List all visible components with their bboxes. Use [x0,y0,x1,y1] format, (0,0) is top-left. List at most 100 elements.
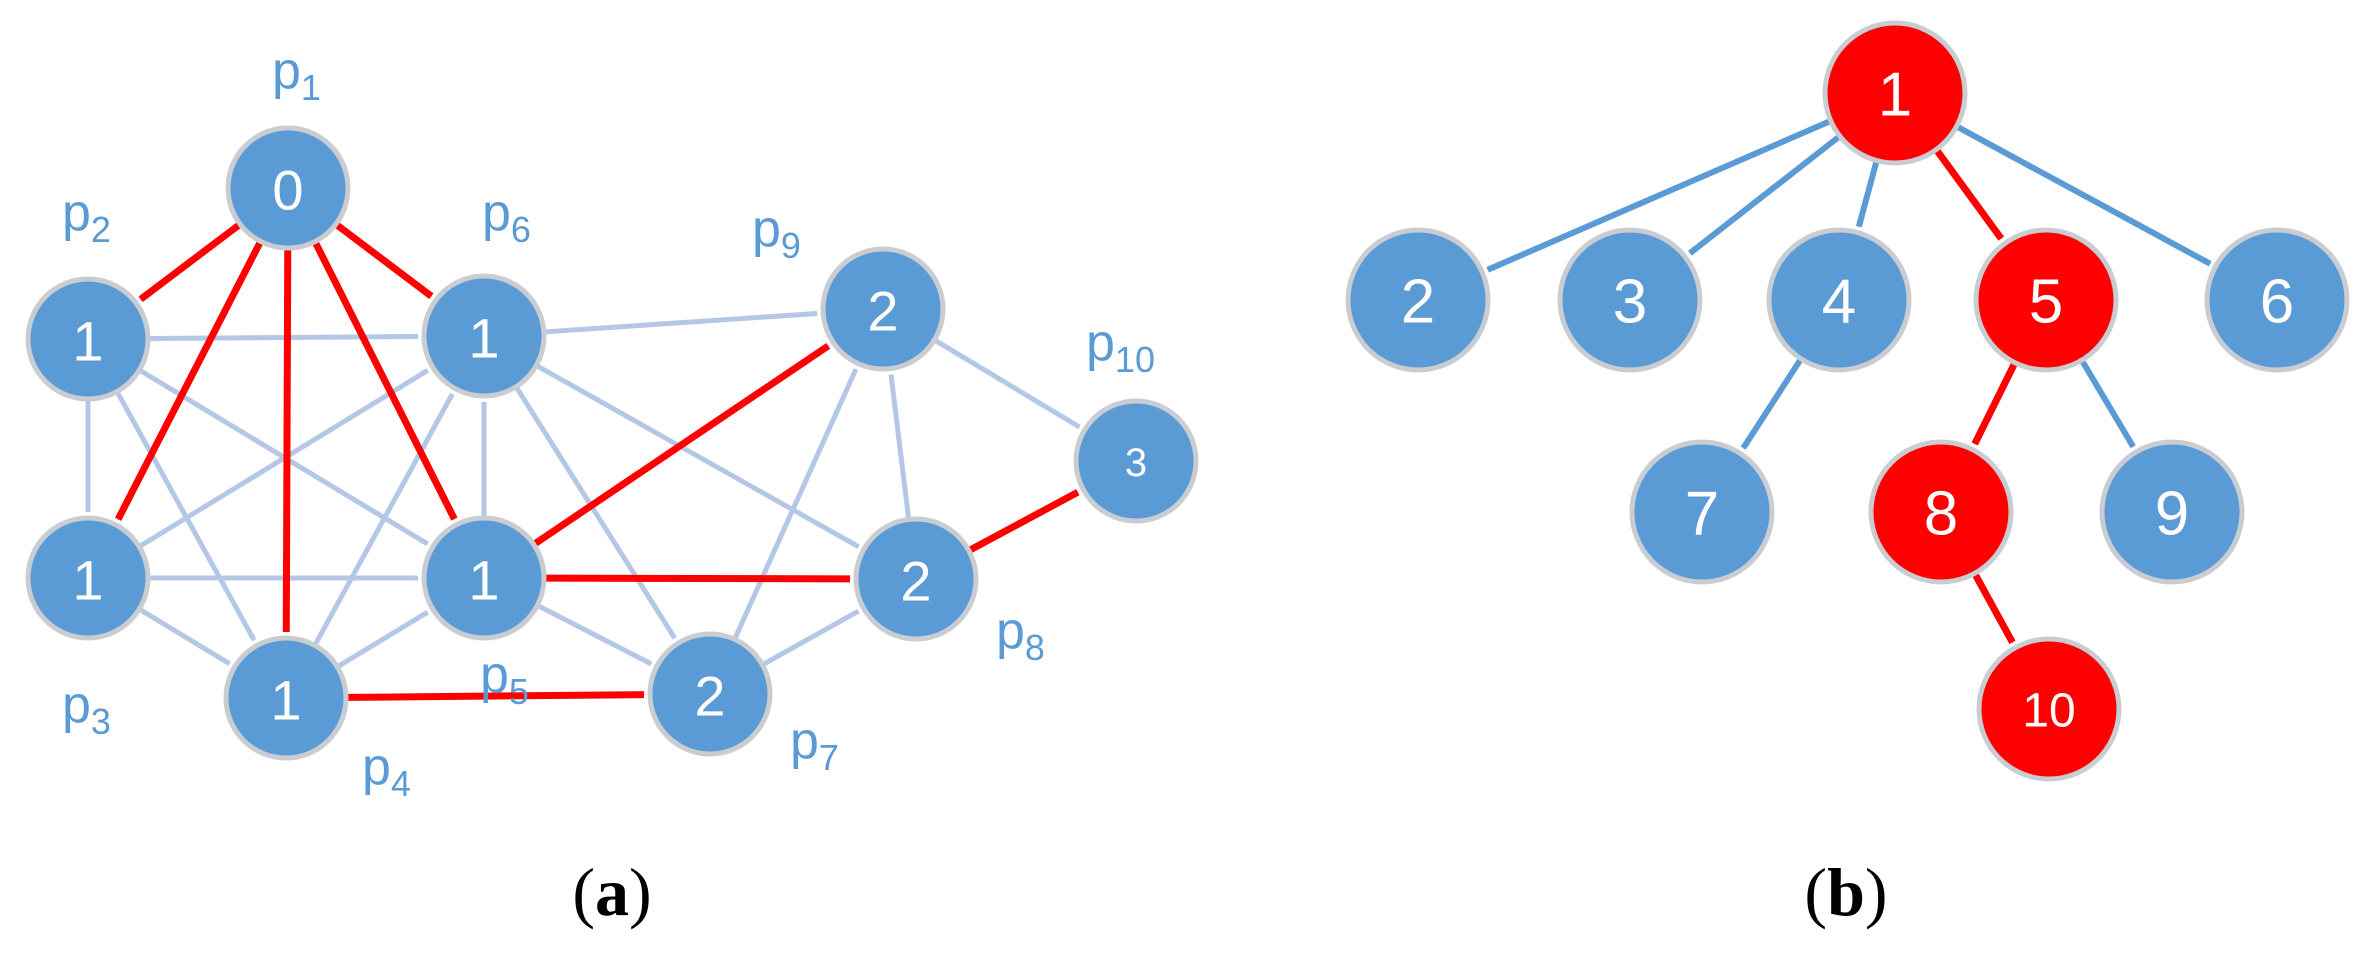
tree-edge-n1-n6 [1956,124,2212,267]
tree-node-n10-circle [1976,636,2122,782]
edge-p7-p9 [733,368,859,639]
caption-b: (b) [1804,854,1887,930]
tree-node-n5-value: 5 [2029,268,2063,337]
tree-node-n8: 8 [1868,439,2014,585]
label-p3: p3 [62,676,111,742]
node-p3-value: 1 [72,549,103,612]
label-p6: p6 [482,184,531,250]
node-p7: 2 [647,631,773,757]
label-p5: p5 [480,646,529,712]
edge-p6-p8 [536,364,860,549]
tree-node-n4-value: 4 [1822,268,1856,337]
label-p9: p9 [752,200,801,266]
tree-node-n10-value: 10 [2022,685,2075,738]
tree-node-n10: 10 [1976,636,2122,782]
edge-p4-p5 [337,610,429,669]
edge-p9-p10 [934,338,1081,430]
edge-p3-p4 [139,607,231,666]
tree-node-n7: 7 [1629,439,1775,585]
label-p2: p2 [62,184,111,250]
edge-p7-p8 [762,608,860,666]
tree-node-n4: 4 [1766,227,1912,373]
panel-a-edges-highlighted [115,222,1080,701]
edge-p5-p9-highlighted [533,342,831,547]
label-p10: p10 [1086,314,1155,380]
tree-node-n8-circle [1868,439,2014,585]
panel-a-labels: p1 p2 p3 p4 p5 p6 p7 p8 p9 p10 [62,42,1155,804]
tree-edge-n1-n4 [1855,161,1880,228]
node-p9: 2 [820,246,946,372]
tree-node-n1: 1 [1822,20,1968,166]
edge-p4-p7-highlighted [347,691,645,701]
node-p1-value: 0 [272,159,303,222]
node-p8: 2 [853,516,979,642]
tree-node-n5: 5 [1973,227,2119,373]
tree-edge-n5-n9 [2080,360,2136,449]
node-p1-circle [225,125,351,251]
edge-p4-p6 [313,392,455,645]
node-p6-circle [421,273,547,399]
tree-edge-n1-n2 [1486,118,1831,273]
node-p2-value: 1 [72,310,103,373]
panel-b-nodes: 1 2 3 4 5 6 7 8 9 10 [1345,20,2350,782]
node-p8-value: 2 [900,550,931,613]
node-p8-circle [853,516,979,642]
edge-p5-p8-highlighted [545,574,851,583]
node-p5-value: 1 [468,549,499,612]
node-p1: 0 [225,125,351,251]
edge-p5-p7 [538,604,653,667]
tree-node-n2-circle [1345,227,1491,373]
tree-node-n7-value: 7 [1685,480,1719,549]
tree-edge-n4-n7 [1740,358,1803,450]
node-p2-circle [25,276,151,402]
tree-node-n9-circle [2099,439,2245,585]
node-p7-value: 2 [694,665,725,728]
label-p4: p4 [362,738,411,804]
node-p9-value: 2 [867,280,898,343]
tree-node-n2-value: 2 [1401,268,1435,337]
tree-node-n5-circle [1973,227,2119,373]
tree-node-n1-circle [1822,20,1968,166]
node-p6: 1 [421,273,547,399]
tree-node-n6-value: 6 [2260,268,2294,337]
node-p6-value: 1 [468,307,499,370]
node-p3: 1 [25,515,151,641]
tree-node-n7-circle [1629,439,1775,585]
label-p1: p1 [272,42,321,108]
edge-p1-p4-highlighted [282,249,292,633]
tree-node-n6: 6 [2204,227,2350,373]
caption-a: (a) [572,854,651,930]
label-p7: p7 [790,712,839,778]
tree-node-n3-circle [1557,227,1703,373]
node-p7-circle [647,631,773,757]
tree-edge-n8-n10-highlighted [1972,573,2016,645]
tree-edge-n1-n5-highlighted [1934,149,2005,241]
tree-node-n1-value: 1 [1878,61,1912,130]
tree-node-n2: 2 [1345,227,1491,373]
node-p5-circle [421,515,547,641]
tree-edge-n5-n8-highlighted [1971,362,2018,446]
node-p3-circle [25,515,151,641]
node-p5: 1 [421,515,547,641]
edge-p6-p9 [545,310,818,335]
tree-node-n6-circle [2204,227,2350,373]
edge-p8-p10-highlighted [968,489,1080,553]
edge-p8-p9 [888,373,911,518]
node-p9-circle [820,246,946,372]
node-p10-circle [1073,398,1199,524]
node-p4-circle [223,635,349,761]
tree-node-n9-value: 9 [2155,480,2189,549]
edge-p1-p2-highlighted [138,222,241,303]
tree-edge-n1-n3 [1688,134,1841,256]
tree-node-n9: 9 [2099,439,2245,585]
edge-p1-p6-highlighted [335,222,434,300]
tree-node-n3: 3 [1557,227,1703,373]
tree-node-n4-circle [1766,227,1912,373]
panel-b-tree: 1 2 3 4 5 6 7 8 9 10 [1345,20,2350,782]
label-p8: p8 [996,602,1045,668]
edge-p1-p5-highlighted [312,241,458,521]
node-p4: 1 [223,635,349,761]
